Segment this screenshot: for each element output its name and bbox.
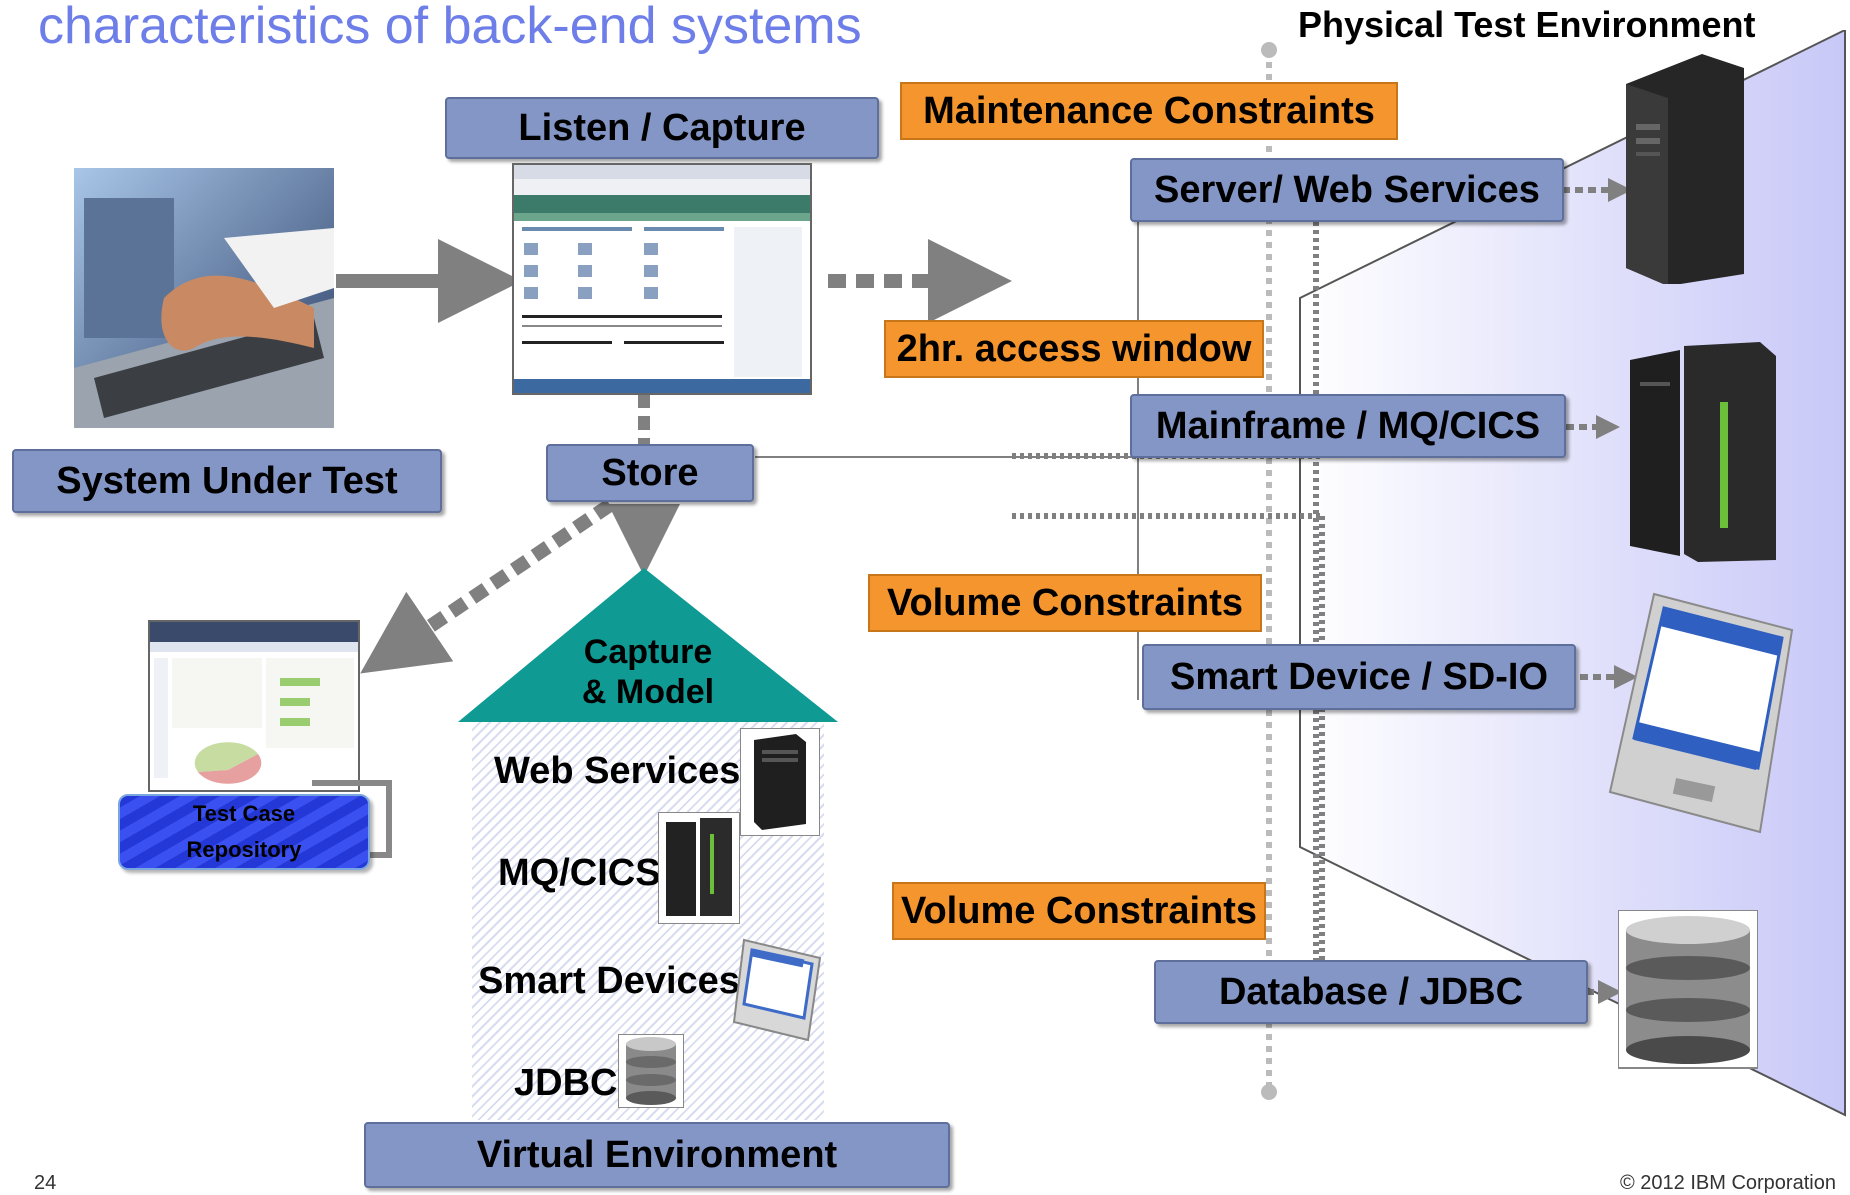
page-number: 24 xyxy=(34,1172,57,1194)
repository-label-line2: Repository xyxy=(186,837,302,862)
system-mainframe-mq-cics: Mainframe / MQ/CICS xyxy=(1130,394,1566,458)
repository-screenshot xyxy=(148,620,360,792)
repository-label-line1: Test Case xyxy=(192,801,296,826)
capture-model-line1: Capture xyxy=(583,633,713,671)
capture-model-label: Capture & Model xyxy=(568,632,728,712)
physical-database-icon xyxy=(1618,910,1758,1069)
timeline-axis xyxy=(1261,42,1277,1100)
listen-capture-label: Listen / Capture xyxy=(445,97,879,159)
virtual-item-web-services: Web Services xyxy=(494,750,741,792)
physical-environment-title: Physical Test Environment xyxy=(1298,4,1756,45)
system-database-jdbc: Database / JDBC xyxy=(1154,960,1588,1024)
system-smart-device-sd-io: Smart Device / SD-IO xyxy=(1142,644,1576,710)
server-tower-icon xyxy=(740,728,820,836)
virtual-environment-label: Virtual Environment xyxy=(364,1122,950,1188)
physical-server-icon xyxy=(1626,54,1744,284)
maintenance-constraints-badge: Maintenance Constraints xyxy=(900,82,1398,140)
page-title: characteristics of back-end systems xyxy=(38,0,862,55)
volume-constraints-badge-2: Volume Constraints xyxy=(892,882,1266,940)
virtual-item-smart-devices: Smart Devices xyxy=(478,960,740,1002)
pda-icon xyxy=(732,938,822,1042)
system-under-test-label: System Under Test xyxy=(12,449,442,513)
system-server-web-services: Server/ Web Services xyxy=(1130,158,1564,222)
test-case-repository: Test Case Repository xyxy=(118,794,370,870)
store-label: Store xyxy=(546,444,754,502)
database-icon xyxy=(618,1034,684,1108)
volume-constraints-badge-1: Volume Constraints xyxy=(868,574,1262,632)
capture-model-triangle xyxy=(458,568,838,722)
virtual-item-jdbc: JDBC xyxy=(514,1062,618,1104)
physical-mainframe-icon xyxy=(1630,342,1776,562)
asset-manager-screenshot xyxy=(512,163,812,395)
copyright-notice: © 2012 IBM Corporation xyxy=(1620,1172,1836,1194)
capture-model-line2: & Model xyxy=(581,673,715,711)
typing-laptop-image xyxy=(74,168,334,428)
access-window-badge: 2hr. access window xyxy=(884,320,1264,378)
virtual-item-mq-cics: MQ/CICS xyxy=(498,852,661,894)
physical-pda-icon xyxy=(1608,592,1794,834)
mainframe-icon xyxy=(658,812,740,924)
